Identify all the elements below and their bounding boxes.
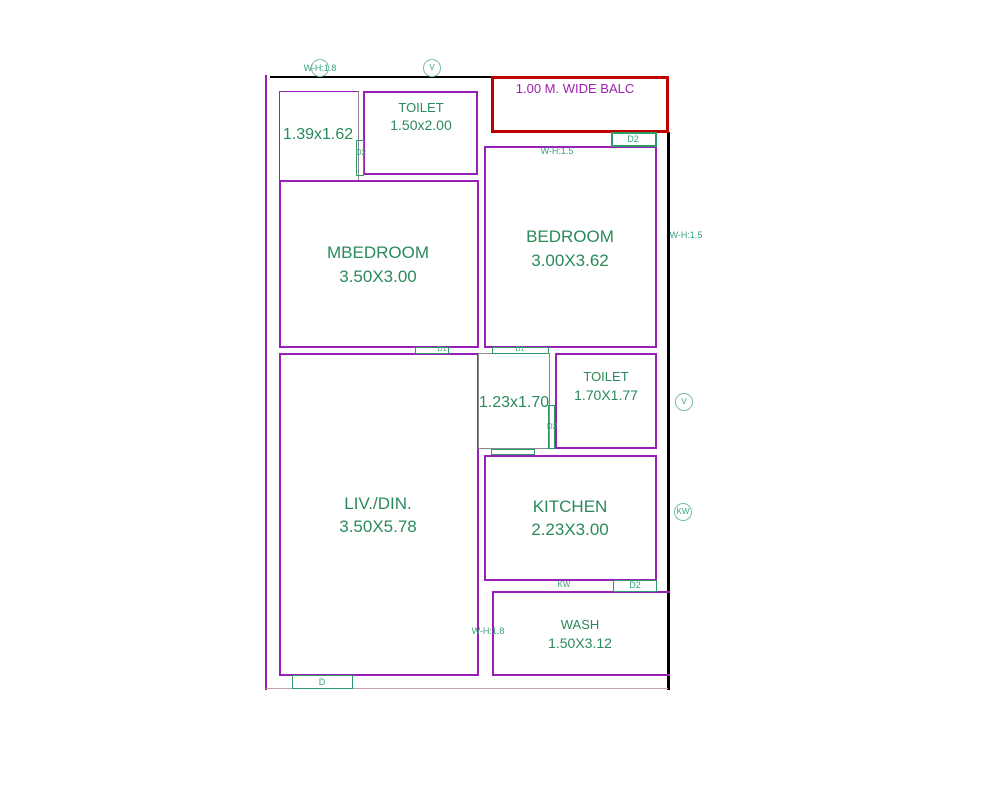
door-d1-bedroom bbox=[492, 347, 549, 354]
d2-label: D2 bbox=[546, 422, 558, 431]
bedroom-name: BEDROOM bbox=[526, 227, 614, 246]
d2-label: D2 bbox=[629, 580, 641, 590]
toilet2-name: TOILET bbox=[583, 369, 629, 384]
toilet2-size: 1.70X1.77 bbox=[574, 387, 638, 403]
ventilator-icon: V bbox=[423, 59, 441, 77]
room-toilet-2 bbox=[555, 353, 657, 449]
mbedroom-size: 3.50X3.00 bbox=[339, 267, 417, 286]
ventilator-icon: V bbox=[675, 393, 693, 411]
kitchen-name: KITCHEN bbox=[532, 497, 608, 516]
door-d2-wash bbox=[613, 580, 657, 592]
room-toilet-1 bbox=[363, 91, 478, 175]
door-d2-bedroom bbox=[611, 132, 657, 147]
outer-wall-left bbox=[265, 75, 267, 690]
room-mbedroom bbox=[279, 180, 479, 348]
balcony-label: 1.00 M. WIDE BALC bbox=[515, 81, 635, 96]
room-wash bbox=[492, 591, 670, 676]
room-bedroom bbox=[484, 146, 657, 348]
d2-label: D2 bbox=[627, 134, 639, 144]
d2-label: D2 bbox=[355, 148, 367, 157]
door-d2-toilet2 bbox=[548, 405, 555, 449]
door-d1-mbedroom bbox=[415, 347, 449, 354]
living-size: 3.50X5.78 bbox=[339, 517, 417, 536]
kw-label: KW bbox=[557, 580, 571, 589]
door-d2-toilet1 bbox=[356, 140, 364, 176]
outer-wall-top bbox=[270, 76, 491, 78]
d-label: D bbox=[318, 677, 326, 687]
toilet1-name: TOILET bbox=[398, 100, 444, 115]
balcony bbox=[491, 76, 669, 133]
outer-wall-bottom bbox=[266, 688, 668, 689]
window-label: W-H:1.8 bbox=[471, 626, 505, 636]
room-living-dining bbox=[279, 353, 479, 676]
kitchen-size: 2.23X3.00 bbox=[531, 520, 609, 539]
wash-size: 1.50X3.12 bbox=[548, 635, 612, 651]
window-label: W-H:1.5 bbox=[669, 230, 703, 240]
main-door bbox=[292, 675, 353, 689]
window-label: W-H:1.5 bbox=[540, 146, 574, 156]
outer-wall-right bbox=[667, 132, 670, 690]
door-d2-kitchen bbox=[491, 449, 535, 455]
toilet1-size: 1.50x2.00 bbox=[390, 117, 452, 133]
living-name: LIV./DIN. bbox=[344, 494, 412, 513]
wash-name: WASH bbox=[560, 617, 600, 632]
passage-label: 1.23x1.70 bbox=[478, 394, 550, 411]
bedroom-size: 3.00X3.62 bbox=[531, 251, 609, 270]
small-room-label: 1.39x1.62 bbox=[282, 126, 354, 143]
d1-label: D1 bbox=[515, 346, 525, 353]
window-circle-icon bbox=[311, 59, 329, 77]
mbedroom-name: MBEDROOM bbox=[327, 243, 429, 262]
kitchen-window-icon: KW bbox=[674, 503, 692, 521]
room-kitchen bbox=[484, 455, 657, 581]
d1-label: D1 bbox=[437, 346, 447, 353]
